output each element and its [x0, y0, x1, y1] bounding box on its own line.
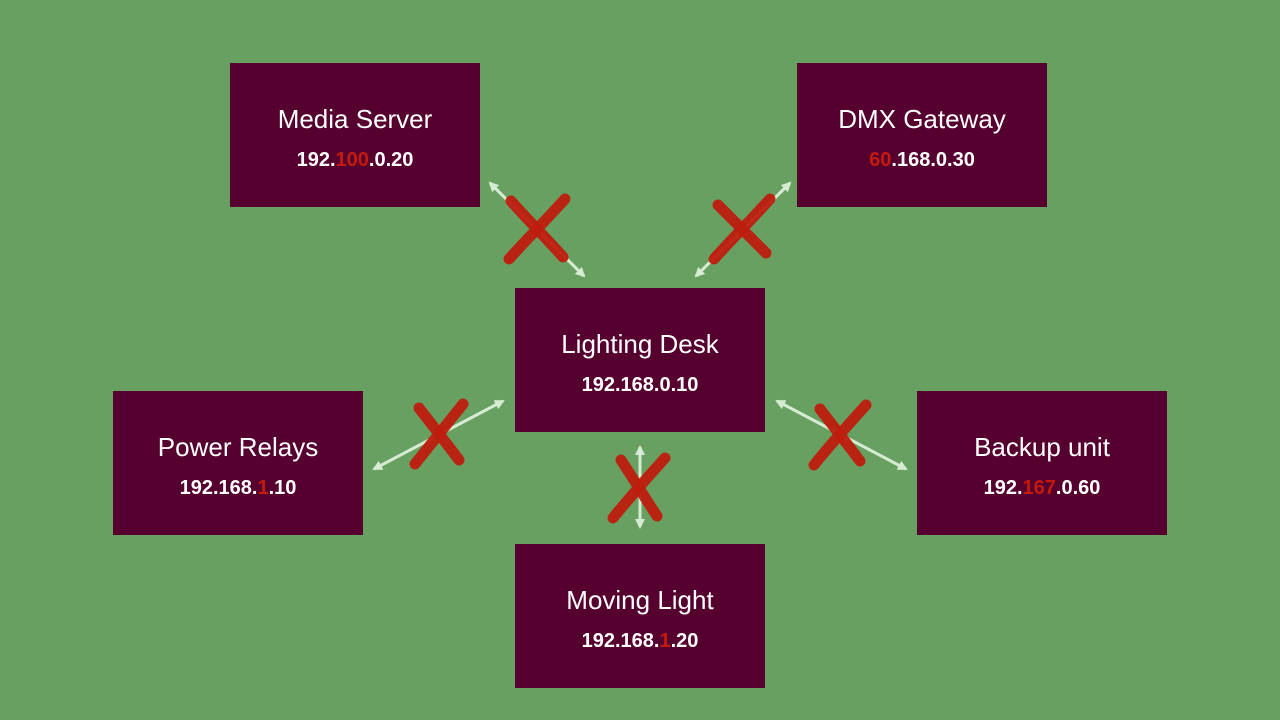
- ip-part: 192.168.: [581, 630, 660, 652]
- node-name: Moving Light: [566, 585, 714, 615]
- node-ip-address: 192.167.0.60: [984, 477, 1101, 500]
- node-power-relays: Power Relays 192.168.1.10: [113, 391, 363, 535]
- ip-part: .168.0.30: [891, 149, 975, 171]
- ip-part: .20: [670, 630, 699, 652]
- node-ip-address: 192.100.0.20: [297, 149, 414, 172]
- node-name: Media Server: [277, 104, 433, 134]
- ip-mismatch-part: 167: [1022, 477, 1056, 499]
- ip-part: 192.: [296, 149, 336, 171]
- node-backup-unit: Backup unit 192.167.0.60: [917, 391, 1167, 535]
- blocked-cross-icon: [607, 452, 671, 524]
- ip-part: .10: [268, 477, 297, 499]
- node-name: DMX Gateway: [838, 104, 1006, 134]
- connection-arrow-power-relays: [372, 399, 505, 471]
- node-name: Lighting Desk: [561, 329, 719, 359]
- node-lighting-desk: Lighting Desk 192.168.0.10: [515, 288, 765, 432]
- node-name: Backup unit: [974, 432, 1110, 462]
- ip-part: 192.168.: [179, 477, 258, 499]
- node-ip-address: 192.168.0.10: [582, 374, 699, 397]
- node-ip-address: 192.168.1.20: [582, 630, 699, 653]
- ip-part: .0.20: [368, 149, 414, 171]
- node-dmx-gateway: DMX Gateway 60.168.0.30: [797, 63, 1047, 207]
- ip-mismatch-part: 1: [659, 630, 671, 652]
- ip-part: .0.60: [1055, 477, 1101, 499]
- connection-arrow-dmx-gateway: [694, 181, 792, 278]
- node-ip-address: 192.168.1.10: [180, 477, 297, 500]
- ip-part: 192.168.0.10: [581, 374, 699, 396]
- node-media-server: Media Server 192.100.0.20: [230, 63, 480, 207]
- blocked-cross-icon: [503, 193, 571, 265]
- node-ip-address: 60.168.0.30: [869, 149, 975, 172]
- node-name: Power Relays: [157, 432, 319, 462]
- ip-mismatch-part: 1: [257, 477, 269, 499]
- blocked-cross-icon: [409, 398, 469, 470]
- ip-part: 192.: [983, 477, 1023, 499]
- ip-mismatch-part: 100: [335, 149, 369, 171]
- connection-arrow-media-server: [488, 181, 586, 278]
- ip-mismatch-part: 60: [869, 149, 892, 171]
- blocked-cross-icon: [708, 193, 776, 265]
- connection-arrow-backup-unit: [775, 399, 908, 471]
- node-moving-light: Moving Light 192.168.1.20: [515, 544, 765, 688]
- blocked-cross-icon: [808, 399, 872, 471]
